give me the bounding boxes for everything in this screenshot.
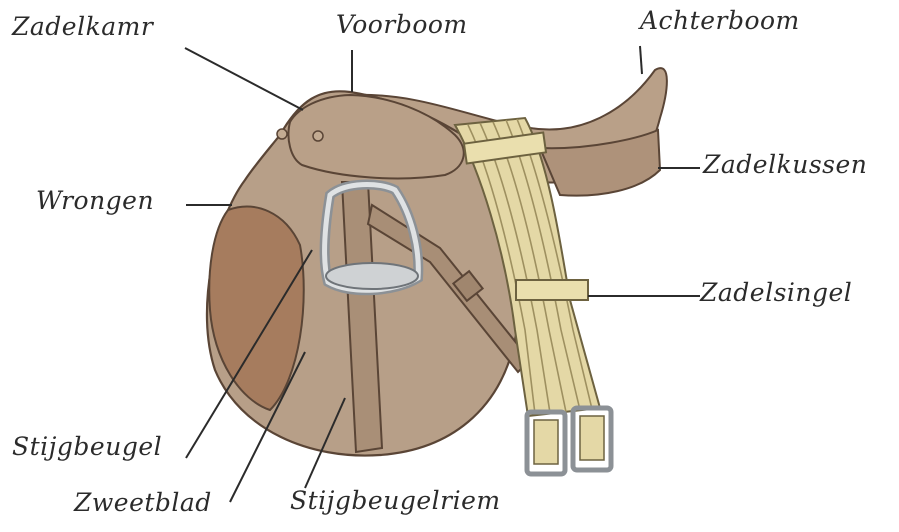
pommel-rivet	[277, 129, 287, 139]
label-stijgbeugel: Stijgbeugel	[12, 432, 162, 461]
pommel-rivet	[313, 131, 323, 141]
stirrup-tread	[326, 263, 418, 289]
label-stijgbeugelriem: Stijgbeugelriem	[290, 486, 501, 515]
label-zweetblad: Zweetblad	[74, 488, 212, 517]
label-zadelkamr: Zadelkamr	[12, 12, 153, 41]
leader-achterboom	[640, 46, 642, 74]
leader-zadelkamr	[185, 48, 303, 110]
label-achterboom: Achterboom	[640, 6, 800, 35]
label-zadelsingel: Zadelsingel	[700, 278, 852, 307]
label-voorboom: Voorboom	[336, 10, 468, 39]
girth-band	[516, 280, 588, 300]
label-wrongen: Wrongen	[36, 186, 154, 215]
label-zadelkussen: Zadelkussen	[703, 150, 867, 179]
